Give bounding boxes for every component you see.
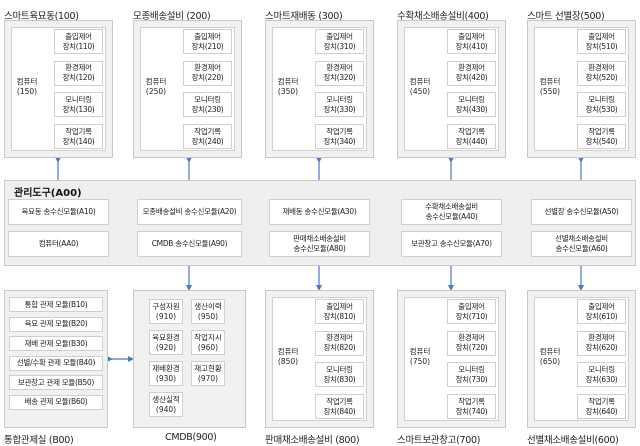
device-box: 출입제어 장치(710): [447, 299, 496, 324]
device-box: 출입제어 장치(810): [315, 299, 364, 324]
device-box: 모니터링 장치(530): [577, 92, 626, 118]
device-box: 작업기록 장치(640): [577, 394, 626, 419]
computer-hub: 컴퓨터 (750): [409, 347, 431, 366]
transceiver-module: 보관창고 송수신모듈(A70): [401, 231, 502, 257]
device-box: 모니터링 장치(330): [315, 92, 364, 118]
computer-hub: 컴퓨터 (650): [539, 347, 561, 366]
control-module: 육묘 관제 모듈(B20): [9, 316, 103, 332]
transceiver-module: 선별채소배송설비 송수신모듈(A60): [531, 231, 632, 257]
transceiver-module: 재배동 송수신모듈(A30): [269, 199, 370, 225]
facility-title: 모종배송설비 (200): [133, 11, 211, 22]
facility-title: 선별채소배송설비(600): [527, 435, 619, 446]
transceiver-module: 판매채소배송설비 송수신모듈(A80): [269, 231, 370, 257]
device-box: 작업기록 장치(140): [54, 124, 103, 149]
device-box: 출입제어 장치(510): [577, 29, 626, 54]
device-box: 작업기록 장치(340): [315, 124, 364, 149]
control-module: 선별/수확 관제 모듈(B40): [9, 355, 103, 371]
control-module: 재배 관제 모듈(B30): [9, 336, 103, 351]
device-box: 환경제어 장치(720): [447, 330, 496, 356]
device-box: 작업기록 장치(240): [183, 124, 232, 149]
facility-title: 스마트재배동 (300): [265, 11, 343, 22]
device-box: 출입제어 장치(610): [577, 299, 626, 324]
device-box: 모니터링 장치(830): [315, 362, 364, 388]
device-box: 모니터링 장치(130): [54, 92, 103, 118]
cmdb-item: 생산실적 (940): [149, 392, 183, 417]
cmdb-item: 작업지시 (960): [191, 330, 225, 355]
computer-hub: 컴퓨터 (250): [145, 77, 167, 96]
control-room-title: 통합관제실 (B00): [4, 435, 74, 446]
device-box: 출입제어 장치(310): [315, 29, 364, 54]
computer-hub: 컴퓨터 (450): [409, 77, 431, 96]
device-box: 환경제어 장치(820): [315, 330, 364, 356]
transceiver-module: CMDB 송수신모듈(A90): [137, 231, 242, 257]
facility-title: 스마트육묘동(100): [4, 11, 79, 22]
device-box: 작업기록 장치(540): [577, 124, 626, 149]
control-module: 배송 관제 모듈(B60): [9, 394, 103, 410]
device-box: 환경제어 장치(120): [54, 60, 103, 86]
cmdb-title: CMDB(900): [165, 432, 217, 443]
device-box: 출입제어 장치(410): [447, 29, 496, 54]
device-box: 환경제어 장치(520): [577, 60, 626, 86]
device-box: 모니터링 장치(230): [183, 92, 232, 118]
computer-hub: 컴퓨터 (550): [539, 77, 561, 96]
facility-title: 스마트보관창고(700): [397, 435, 481, 446]
computer-hub: 컴퓨터 (350): [277, 77, 299, 96]
facility-title: 판매채소배송설비 (800): [265, 435, 360, 446]
cmdb-item: 구성자원 (910): [149, 299, 183, 324]
device-box: 모니터링 장치(630): [577, 362, 626, 388]
device-box: 환경제어 장치(220): [183, 60, 232, 86]
device-box: 작업기록 장치(840): [315, 394, 364, 419]
device-box: 출입제어 장치(110): [54, 29, 103, 54]
cmdb-item: 육묘환경 (920): [149, 330, 183, 355]
cmdb-item: 재배환경 (930): [149, 361, 183, 386]
computer-hub: 컴퓨터 (150): [16, 77, 38, 96]
device-box: 환경제어 장치(420): [447, 60, 496, 86]
transceiver-module: 육묘동 송수신모듈(A10): [8, 199, 109, 225]
device-box: 작업기록 장치(440): [447, 124, 496, 149]
device-box: 환경제어 장치(320): [315, 60, 364, 86]
device-box: 환경제어 장치(620): [577, 330, 626, 356]
device-box: 모니터링 장치(430): [447, 92, 496, 118]
cmdb-item: 재고현황 (970): [191, 361, 225, 386]
facility-title: 스마트 선별장(500): [527, 11, 605, 22]
transceiver-module: 모종배송설비 송수신모듈(A20): [137, 199, 242, 225]
device-box: 출입제어 장치(210): [183, 29, 232, 54]
computer-hub: 컴퓨터 (850): [277, 347, 299, 366]
control-module: 통합 관제 모듈(B10): [9, 297, 103, 312]
facility-title: 수확채소배송설비(400): [397, 11, 489, 22]
cmdb-item: 생산이력 (950): [191, 299, 225, 324]
control-module: 보관창고 관제 모듈(B50): [9, 375, 103, 390]
device-box: 모니터링 장치(730): [447, 362, 496, 388]
transceiver-module: 선별장 송수신모듈(A50): [531, 199, 632, 225]
transceiver-module: 수확채소배송설비 송수신모듈(A40): [401, 199, 502, 225]
transceiver-module: 컴퓨터(AA0): [8, 231, 109, 257]
admin-tool-title: 관리도구(A00): [14, 188, 82, 199]
device-box: 작업기록 장치(740): [447, 394, 496, 419]
